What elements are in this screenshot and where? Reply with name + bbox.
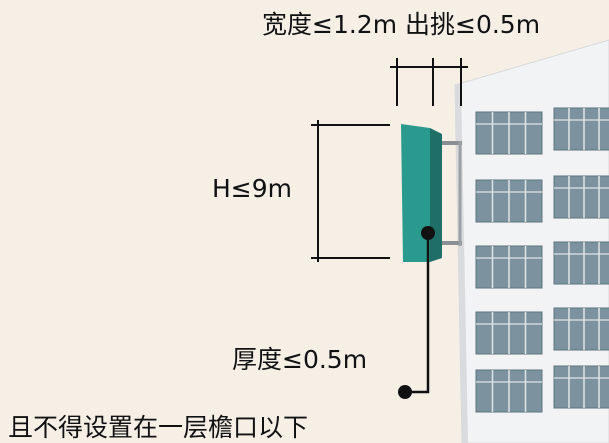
window <box>553 241 609 285</box>
projecting-sign <box>401 124 442 262</box>
sign-side <box>430 128 442 262</box>
window <box>553 365 609 409</box>
building <box>454 39 609 443</box>
window <box>553 307 609 351</box>
height-limit-label: H≤9m <box>212 174 293 203</box>
window <box>553 175 609 219</box>
sign-face <box>401 124 430 262</box>
window-grid <box>475 107 609 413</box>
top-dimension <box>390 58 468 106</box>
leader-dot-end <box>398 385 412 399</box>
leader-dot-sign <box>421 226 435 240</box>
thickness-leader <box>398 226 435 399</box>
thickness-limit-label: 厚度≤0.5m <box>232 345 368 374</box>
height-dimension <box>311 120 390 262</box>
placement-note: 且不得设置在一层檐口以下 <box>8 413 309 442</box>
building-shadow-edge <box>455 83 468 443</box>
top-dimension-label: 宽度≤1.2m 出挑≤0.5m <box>262 10 541 39</box>
window <box>553 107 609 151</box>
sign-brackets <box>440 141 462 246</box>
